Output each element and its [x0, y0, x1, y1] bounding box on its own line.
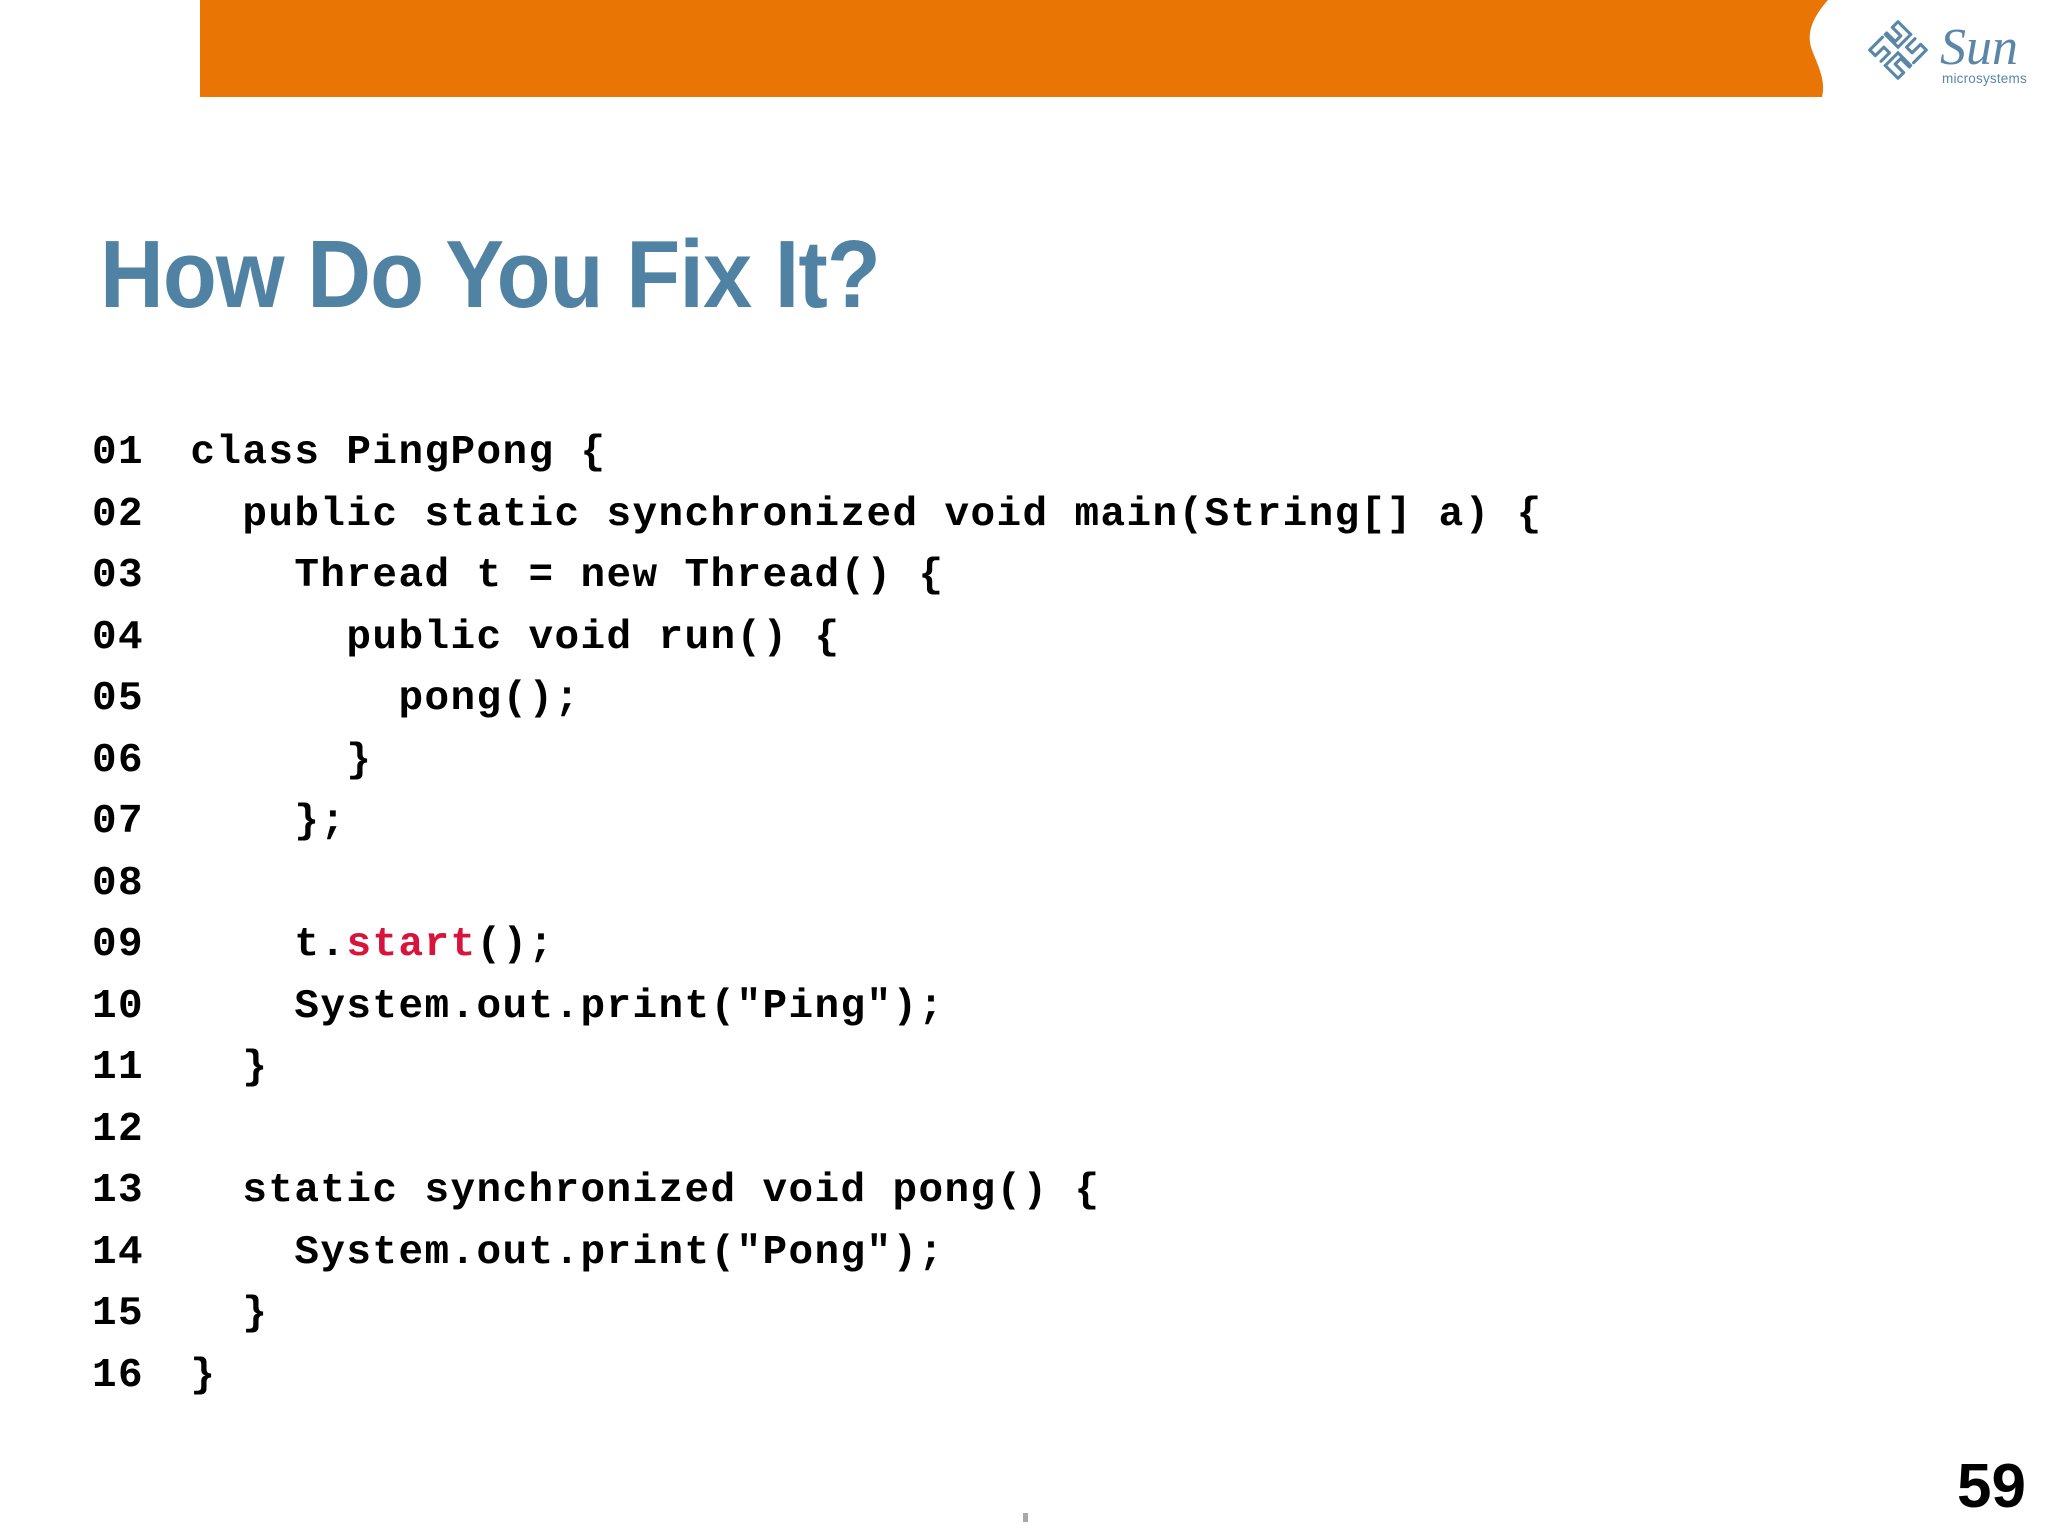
code-text: t.	[190, 922, 347, 968]
code-text: System.out.print("Ping");	[190, 983, 945, 1030]
code-text: ();	[476, 922, 555, 968]
code-listing: 01 class PingPong {02 public static sync…	[92, 423, 1543, 1407]
code-line-number: 04	[92, 614, 171, 661]
code-line-number: 09	[92, 922, 171, 968]
banner-shape	[200, 0, 1828, 97]
code-text: }	[190, 1045, 269, 1091]
code-line: 07 };	[92, 792, 1543, 854]
code-line: 08	[92, 854, 1543, 916]
code-line-number: 11	[92, 1045, 171, 1091]
code-line: 05 pong();	[92, 669, 1543, 731]
code-line: 04 public void run() {	[92, 608, 1543, 670]
code-line-number: 16	[92, 1352, 171, 1399]
code-line: 03 Thread t = new Thread() {	[92, 546, 1543, 608]
page-number: 59	[1957, 1452, 2026, 1521]
footer-mark	[1023, 1513, 1028, 1522]
code-text: class PingPong {	[190, 430, 607, 476]
sun-diamond-icon	[1868, 20, 1928, 80]
sun-microsystems-logo: Sun microsystems	[1862, 10, 2042, 94]
code-line: 11 }	[92, 1038, 1543, 1100]
code-line: 12	[92, 1100, 1543, 1162]
code-line-number: 14	[92, 1229, 171, 1276]
code-text: static synchronized void pong() {	[190, 1168, 1101, 1214]
code-line: 15 }	[92, 1284, 1543, 1346]
code-text: public void run() {	[190, 614, 841, 661]
code-text: System.out.print("Pong");	[190, 1229, 945, 1276]
sun-tagline: microsystems	[1942, 71, 2027, 86]
code-line-number: 07	[92, 799, 171, 845]
code-text: public static synchronized void main(Str…	[190, 491, 1543, 538]
code-text: };	[190, 799, 347, 845]
code-line-number: 15	[92, 1291, 171, 1337]
code-line: 02 public static synchronized void main(…	[92, 485, 1543, 547]
code-line-number: 05	[92, 676, 171, 722]
code-text: }	[190, 737, 373, 784]
sun-wordmark: Sun	[1940, 19, 2018, 76]
code-line: 09 t.start();	[92, 915, 1543, 977]
slide-title: How Do You Fix It?	[100, 221, 881, 329]
code-line-number: 06	[92, 737, 171, 784]
code-line-number: 02	[92, 491, 171, 538]
code-line: 13 static synchronized void pong() {	[92, 1161, 1543, 1223]
code-line: 06 }	[92, 731, 1543, 793]
code-line: 10 System.out.print("Ping");	[92, 977, 1543, 1039]
code-line: 16 }	[92, 1346, 1543, 1408]
header-orange-banner	[200, 0, 1828, 97]
code-text: }	[190, 1352, 217, 1399]
code-line-number: 13	[92, 1168, 171, 1214]
code-line: 01 class PingPong {	[92, 423, 1543, 485]
code-line: 14 System.out.print("Pong");	[92, 1223, 1543, 1285]
code-highlight-token: start	[346, 922, 477, 968]
code-text: }	[190, 1291, 269, 1337]
code-line-number: 10	[92, 983, 171, 1030]
code-line-number: 08	[92, 860, 171, 907]
code-line-number: 01	[92, 430, 171, 476]
code-line-number: 03	[92, 553, 171, 599]
code-line-number: 12	[92, 1106, 171, 1153]
code-text: Thread t = new Thread() {	[190, 553, 945, 599]
code-text: pong();	[190, 676, 581, 722]
